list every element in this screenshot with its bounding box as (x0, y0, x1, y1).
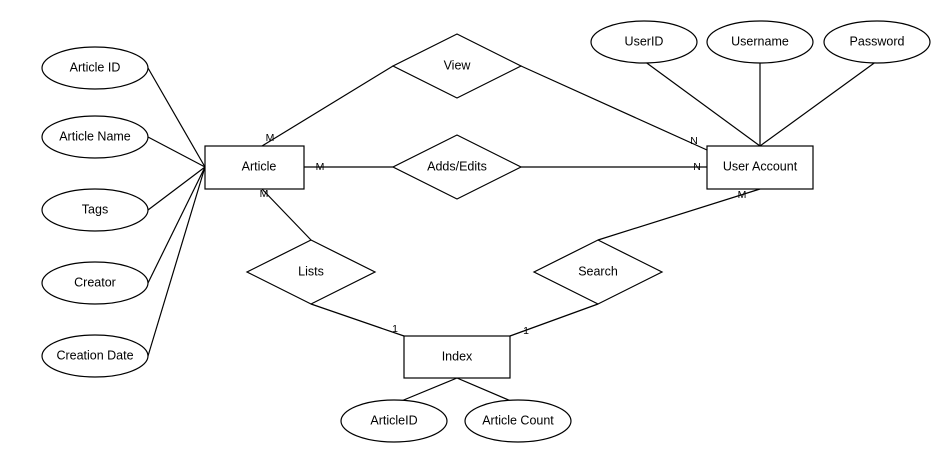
relationship-adds-edits: Adds/Edits (391, 134, 523, 200)
relationship-search-label: Search (578, 264, 618, 278)
attribute-userid-label: UserID (625, 34, 664, 48)
line-article-id (147, 67, 206, 168)
relationship-lists-label: Lists (298, 264, 324, 278)
relationship-view: View (391, 33, 523, 99)
attribute-article-id: Article ID (41, 46, 149, 90)
relationship-lists: Lists (245, 239, 377, 305)
attribute-creator: Creator (41, 261, 149, 305)
cardinality-user-adds-edits: N (693, 161, 701, 173)
line-index-count (456, 377, 519, 405)
line-lists-index (310, 303, 405, 337)
cardinality-article-lists: M (260, 188, 269, 200)
line-creator (147, 166, 206, 284)
attribute-creator-label: Creator (74, 275, 116, 289)
line-user-search (597, 188, 761, 241)
relationship-adds-edits-label: Adds/Edits (427, 159, 487, 173)
cardinality-article-adds-edits: M (316, 161, 325, 173)
cardinality-index-lists: 1 (392, 323, 398, 335)
attribute-article-name: Article Name (41, 115, 149, 159)
line-index-articleid (393, 377, 458, 405)
attribute-tags: Tags (41, 188, 149, 232)
attribute-creation-date: Creation Date (41, 334, 149, 378)
line-search-index (509, 303, 599, 337)
attribute-article-count: Article Count (464, 399, 572, 443)
attribute-tags-label: Tags (82, 202, 108, 216)
connector-lines (147, 60, 878, 405)
relationship-search: Search (532, 239, 664, 305)
cardinality-user-search: M (738, 189, 747, 201)
line-view-user (520, 65, 708, 151)
line-creation-date (147, 166, 206, 357)
cardinality-labels: M N M N M 1 M 1 (260, 132, 747, 337)
line-userid (643, 60, 761, 147)
relationship-view-label: View (444, 58, 472, 72)
attribute-article-name-label: Article Name (59, 129, 131, 143)
line-tags (147, 166, 206, 211)
entity-index: Index (403, 335, 511, 379)
attribute-password: Password (823, 20, 931, 64)
entity-user-account-label: User Account (723, 159, 798, 173)
line-article-name (147, 136, 206, 168)
entity-index-label: Index (442, 349, 473, 363)
entity-article: Article (204, 145, 305, 190)
attribute-index-articleid: ArticleID (340, 399, 448, 443)
entity-user-account: User Account (706, 145, 814, 190)
attribute-article-count-label: Article Count (482, 413, 554, 427)
cardinality-index-search: 1 (523, 325, 529, 337)
attribute-username-label: Username (731, 34, 789, 48)
attribute-article-id-label: Article ID (70, 60, 121, 74)
attribute-index-articleid-label: ArticleID (370, 413, 417, 427)
cardinality-article-view: M (266, 132, 275, 144)
attribute-creation-date-label: Creation Date (56, 348, 133, 362)
attribute-password-label: Password (850, 34, 905, 48)
line-password (759, 60, 878, 147)
line-article-lists (261, 188, 312, 241)
entity-article-label: Article (242, 159, 277, 173)
line-article-view (261, 65, 394, 147)
attribute-userid: UserID (590, 20, 698, 64)
cardinality-user-view: N (690, 135, 698, 147)
attribute-username: Username (706, 20, 814, 64)
